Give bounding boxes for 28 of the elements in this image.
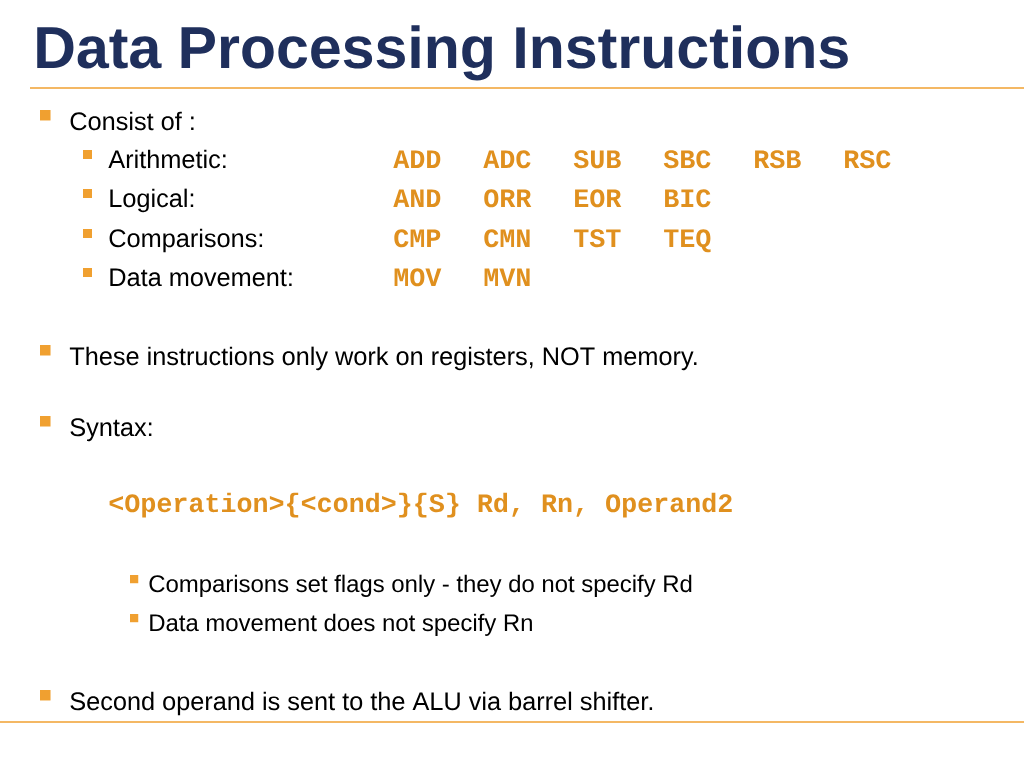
instruction-mnemonic: MVN (484, 268, 530, 286)
instruction-mnemonic: ADD (393, 150, 441, 168)
instruction-mnemonic: SUB (573, 150, 621, 169)
bullet-item: Consist of : (40, 110, 194, 131)
bullet-item: Syntax: (40, 416, 152, 442)
instruction-mnemonic: TST (574, 229, 621, 248)
instruction-mnemonic: EOR (575, 189, 622, 208)
bullet-item: Comparisons set flags only - they do not specify Rd (130, 574, 692, 597)
instruction-mnemonic: RSC (845, 150, 891, 169)
instruction-mnemonic: BIC (665, 189, 711, 208)
bullet-item: Comparisons: (83, 228, 263, 253)
instruction-mnemonic: CMP (394, 229, 441, 248)
bullet-item: Arithmetic: (83, 149, 226, 169)
slide-title: Data Processing Instructions (37, 25, 848, 81)
bullet-item: Data movement does not specify Rn (130, 613, 532, 636)
bullet-item: Second operand is sent to the ALU via barrel shifter. (40, 690, 653, 716)
instruction-mnemonic: ADC (483, 150, 531, 169)
instruction-mnemonic: RSB (755, 150, 801, 169)
bullet-item: Logical: (83, 188, 194, 213)
bullet-item: These instructions only work on registers, NOT memory. (40, 345, 697, 371)
bullet-item: Data movement: (83, 268, 292, 287)
instruction-mnemonic: MOV (394, 268, 442, 287)
instruction-mnemonic: TEQ (664, 229, 711, 253)
instruction-mnemonic: AND (393, 189, 441, 207)
instruction-mnemonic: CMN (484, 229, 530, 248)
instruction-mnemonic: ORR (484, 189, 532, 208)
syntax-line: <Operation>{<cond>}{S} Rd, Rn, Operand2 (109, 492, 732, 518)
instruction-mnemonic: SBC (663, 150, 711, 169)
